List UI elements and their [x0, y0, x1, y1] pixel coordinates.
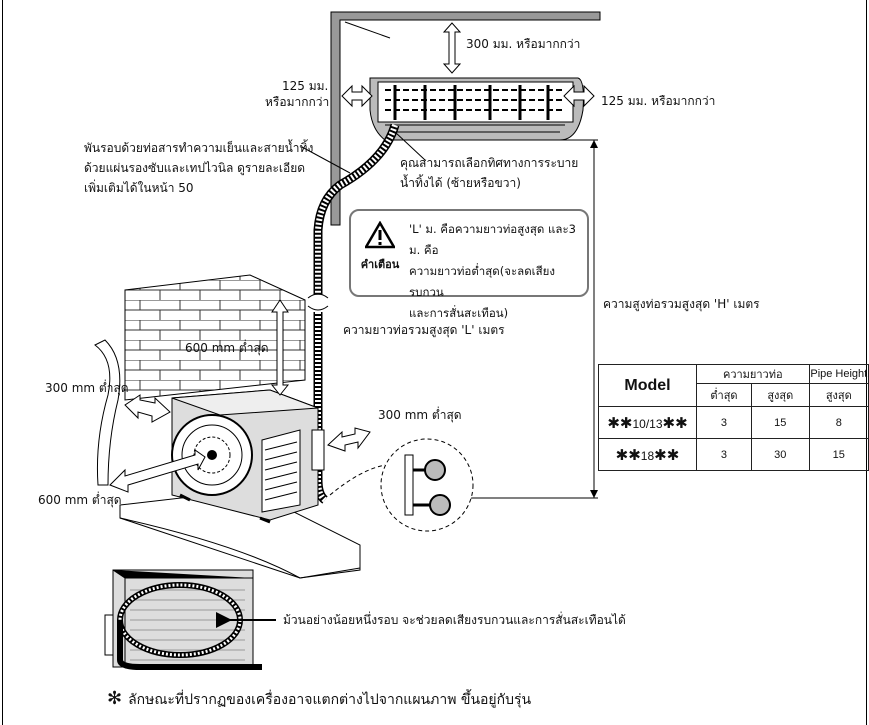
warning-line1: 'L' ม. คือความยาวท่อสูงสุด และ3 ม. คือ — [409, 222, 576, 257]
model-cell: ✱✱10/13✱✱ — [598, 406, 697, 439]
pipe-spec-table: Model ความยาวท่อ Pipe Height ต่ำสุด สูงส… — [598, 364, 869, 471]
coiled-pipe-unit — [104, 569, 276, 670]
coil-note-label: ม้วนอย่างน้อยหนึ่งรอบ จะช่วยลดเสียงรบกวน… — [283, 613, 626, 627]
wrap-note-line1: พันรอบด้วยท่อสารทำความเย็นและสายน้ำทิ้ง — [84, 141, 314, 155]
model-cell: ✱✱18✱✱ — [598, 438, 697, 471]
brick-wall — [124, 274, 306, 401]
ground-slab — [119, 489, 361, 579]
left-clearance-label-1: 125 มม. — [282, 79, 329, 93]
warning-sign: คำเตือน — [359, 220, 401, 273]
min-length-cell: 3 — [695, 438, 752, 471]
table-row: ✱✱18✱✱ 3 30 15 — [598, 438, 869, 471]
outdoor-left-min-label: 300 mm ต่ำสุด — [45, 381, 129, 395]
frame-right-line — [866, 0, 867, 725]
warning-line3: และการสั่นสะเทือน) — [409, 306, 509, 320]
max-height-header: สูงสุด — [808, 383, 869, 407]
table-row: ✱✱10/13✱✱ 3 15 8 — [598, 406, 869, 439]
warning-box: คำเตือน 'L' ม. คือความยาวท่อสูงสุด และ3 … — [349, 209, 589, 320]
max-length-header: สูงสุด — [750, 383, 810, 407]
outdoor-top-min-label: 600 mm ต่ำสุด — [185, 341, 269, 355]
left-clearance-label-2: หรือมากกว่า — [265, 95, 330, 109]
left-clearance-arrow — [341, 84, 373, 108]
drain-note-leader — [394, 131, 426, 161]
max-height-cell: 15 — [808, 438, 869, 471]
height-group-header: Pipe Height — [808, 364, 869, 384]
outdoor-left-clearance-arrow — [124, 394, 171, 423]
max-height-cell: 8 — [808, 406, 869, 439]
wall-corner — [330, 11, 601, 226]
max-length-cell: 15 — [750, 406, 810, 439]
max-length-cell: 30 — [750, 438, 810, 471]
model-number: 10/13 — [632, 416, 663, 431]
max-length-label: ความยาวท่อรวมสูงสุด 'L' เมตร — [343, 323, 505, 337]
outdoor-unit — [171, 389, 325, 524]
min-length-cell: 3 — [695, 406, 752, 439]
model-prefix: ✱✱ — [615, 446, 641, 464]
model-suffix: ✱✱ — [662, 414, 688, 432]
model-prefix: ✱✱ — [607, 414, 633, 432]
top-clearance-label: 300 มม. หรือมากกว่า — [466, 37, 581, 51]
outdoor-right-min-label: 300 mm ต่ำสุด — [378, 408, 462, 422]
wrap-note-line2: ด้วยแผ่นรองซับและเทปไวนิล ดูรายละเอียด — [84, 161, 306, 175]
drain-note-line2: น้ำทิ้งได้ (ซ้ายหรือขวา) — [400, 176, 521, 190]
model-suffix: ✱✱ — [654, 446, 680, 464]
outdoor-top-clearance-arrow — [270, 299, 290, 396]
right-clearance-label: 125 มม. หรือมากกว่า — [601, 94, 716, 108]
warning-triangle-icon — [363, 220, 397, 249]
max-height-label: ความสูงท่อรวมสูงสุด 'H' เมตร — [603, 297, 760, 311]
model-header: Model — [598, 364, 697, 407]
valve-detail — [329, 438, 474, 532]
model-number: 18 — [640, 448, 655, 463]
length-group-header: ความยาวท่อ — [695, 364, 810, 384]
footnote-text: ลักษณะที่ปรากฏของเครื่องอาจแตกต่างไปจากแ… — [128, 692, 532, 708]
outdoor-right-clearance-arrow — [327, 427, 371, 452]
outdoor-front-min-label: 600 mm ต่ำสุด — [38, 493, 122, 507]
drain-note-line1: คุณสามารถเลือกทิศทางการระบาย — [400, 156, 579, 170]
footnote-symbol: ✻ — [107, 688, 123, 709]
warning-caption: คำเตือน — [360, 258, 400, 271]
outdoor-front-clearance-arrow — [109, 449, 206, 493]
indoor-unit — [369, 77, 584, 141]
side-wall — [94, 339, 121, 486]
frame-left-line — [2, 0, 3, 725]
min-length-header: ต่ำสุด — [695, 383, 752, 407]
top-clearance-arrow — [442, 22, 462, 74]
warning-line2: ความยาวท่อต่ำสุด(จะลดเสียงรบกวน — [409, 264, 555, 299]
wrap-note-leader — [301, 146, 351, 174]
right-clearance-arrow — [563, 84, 595, 108]
wrap-note-line3: เพิ่มเติมได้ในหน้า 50 — [84, 181, 194, 195]
warning-text: 'L' ม. คือความยาวท่อสูงสุด และ3 ม. คือ ค… — [409, 219, 587, 324]
footnote: ✻ ลักษณะที่ปรากฏของเครื่องอาจแตกต่างไปจาก… — [107, 688, 531, 711]
